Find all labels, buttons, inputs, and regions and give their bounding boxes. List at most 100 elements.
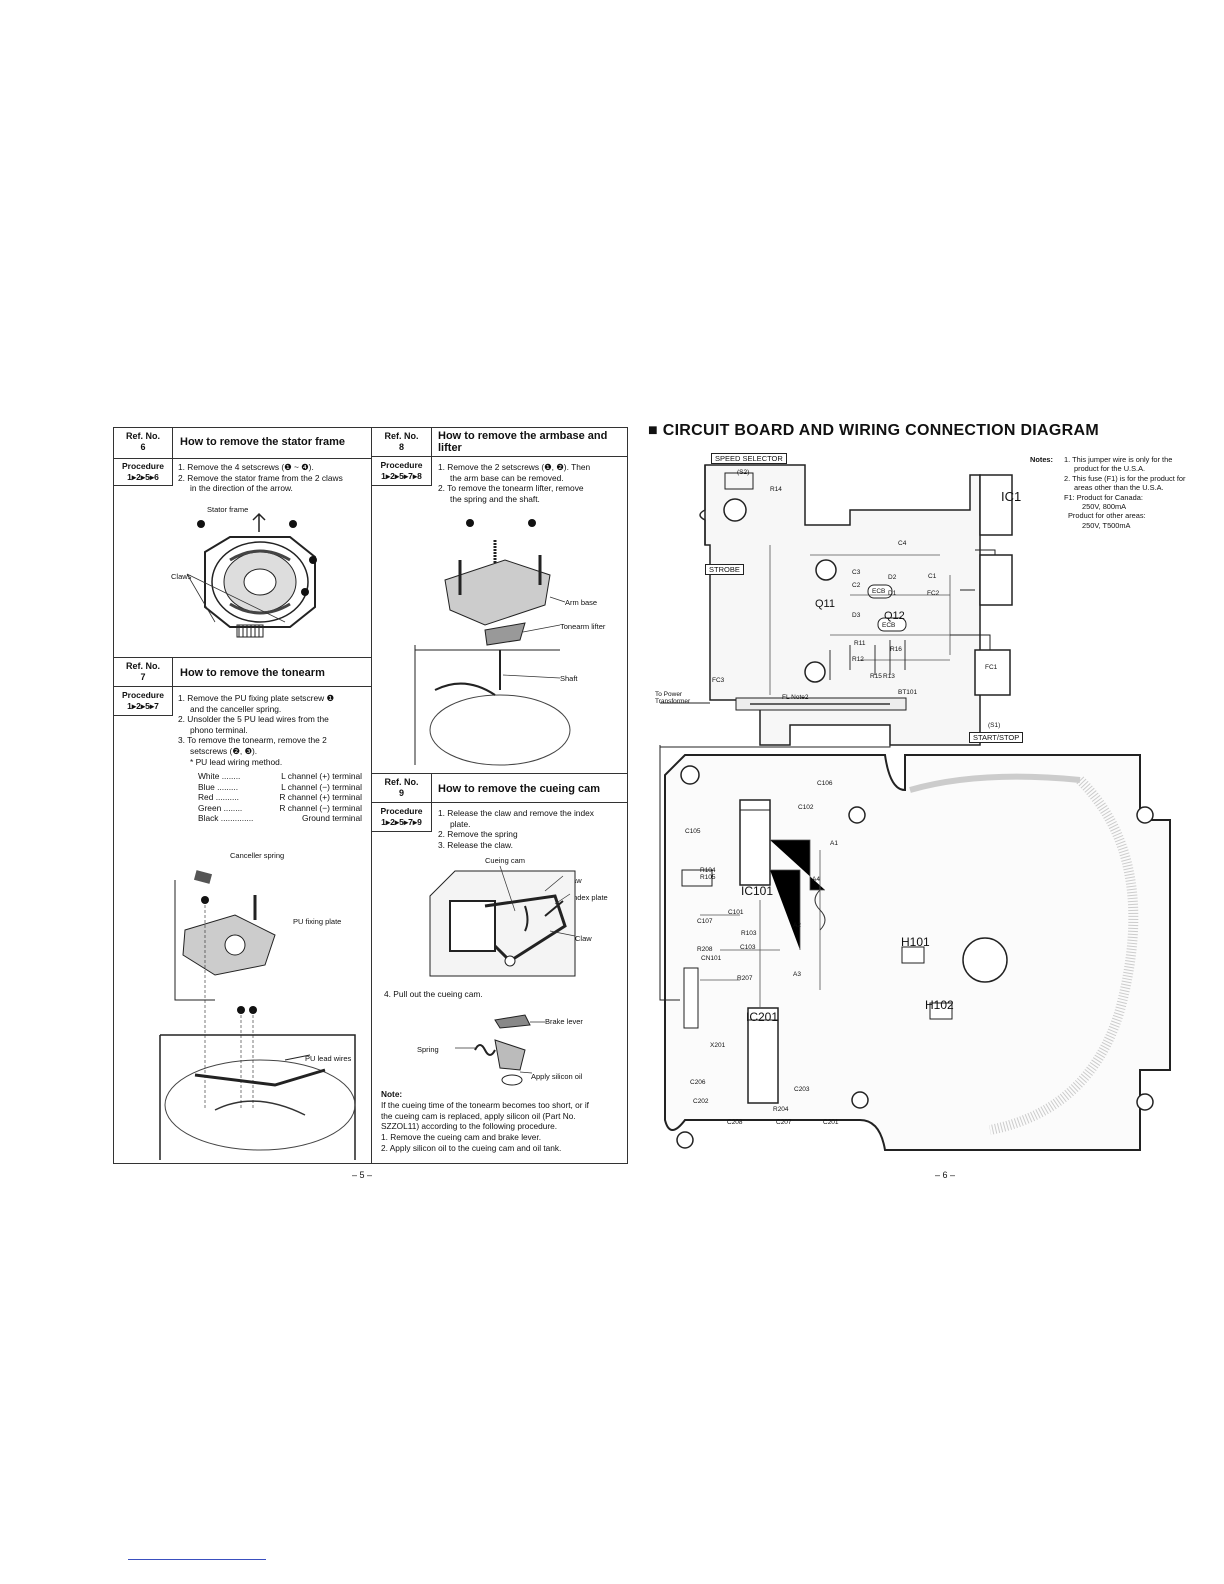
pu-lead-wires-label: PU lead wires <box>305 1054 352 1063</box>
procedure-steps: 1. Release the claw and remove the index… <box>438 808 594 850</box>
canceller-spring-label: Canceller spring <box>230 851 285 860</box>
claw-label: Claw <box>575 934 592 943</box>
procedure-steps: 1. Remove the PU fixing plate setscrew ❶… <box>178 693 334 767</box>
brake-lever-label: Brake lever <box>545 1017 583 1026</box>
c2-label: C2 <box>852 582 861 589</box>
strobe-tag: STROBE <box>705 564 744 575</box>
notes-block: Notes: 1. This jumper wire is only for t… <box>1030 455 1186 530</box>
fc3-label: FC3 <box>712 677 725 684</box>
c1-label: C1 <box>928 573 937 580</box>
section-title: How to remove the stator frame <box>180 436 346 448</box>
ic201-label: IC201 <box>746 1010 779 1024</box>
a2-label: A2 <box>793 922 801 929</box>
start-stop-tag: START/STOP <box>969 732 1024 743</box>
lower-circuit-board <box>659 745 1171 1151</box>
speed-selector-tag: SPEED SELECTOR <box>711 453 787 464</box>
ecb-label: ECB <box>882 622 896 629</box>
page-number: – 5 – <box>352 1170 373 1180</box>
fc2-label: FC2 <box>927 590 940 597</box>
column-divider <box>371 427 372 1164</box>
ic1-label: IC1 <box>1001 489 1022 504</box>
r12-label: R12 <box>852 656 864 663</box>
stator-frame-illustration <box>186 512 317 638</box>
ref-no-label: Ref. No.8 <box>384 431 419 452</box>
wiring-table: White ........L channel (+) terminal Blu… <box>198 771 362 824</box>
h102-label: H102 <box>925 998 954 1012</box>
index-plate-label: Index plate <box>571 893 608 902</box>
pu-fixing-plate-label: PU fixing plate <box>293 917 342 926</box>
ref-no-label: Ref. No.7 <box>125 661 160 682</box>
r11-label: R11 <box>854 640 866 647</box>
d3-label: D3 <box>852 612 861 619</box>
procedure-steps: 1. Remove the 2 setscrews (❶, ❷). Then t… <box>438 462 591 504</box>
c207-label: C207 <box>776 1119 792 1126</box>
c107-label: C107 <box>697 918 713 925</box>
q11-label: Q11 <box>815 598 835 610</box>
row-line <box>371 485 432 486</box>
armbase-illustration <box>414 519 571 766</box>
c106-label: C106 <box>817 780 833 787</box>
row-line <box>113 485 173 486</box>
r207-label: R207 <box>737 975 753 982</box>
r103-label: R103 <box>741 930 757 937</box>
row-line <box>371 802 628 803</box>
row-line <box>113 657 371 658</box>
r13-label: R13 <box>883 673 895 680</box>
cn101-label: CN101 <box>701 955 722 962</box>
stator-frame-label: Stator frame <box>207 505 249 514</box>
a3-label: A3 <box>793 971 801 978</box>
row-line <box>113 458 371 459</box>
silicon-oil-label: Apply silicon oil <box>531 1072 583 1081</box>
tonearm-lifter-label: Tonearm lifter <box>560 622 606 631</box>
s2-label: (S2) <box>737 469 750 476</box>
brake-lever-illustration <box>455 1014 545 1086</box>
d2-label: D2 <box>888 574 897 581</box>
c201-label: C201 <box>823 1119 839 1126</box>
c3-label: C3 <box>852 569 861 576</box>
claws-label: Claws <box>171 572 192 581</box>
row-line <box>371 831 432 832</box>
s1-label: (S1) <box>988 722 1001 729</box>
c202-label: C202 <box>693 1098 709 1105</box>
row-line <box>371 773 628 774</box>
c102-label: C102 <box>798 804 814 811</box>
q12-label: Q12 <box>884 610 905 622</box>
ic101-label: IC101 <box>741 884 774 898</box>
r104-label: R104 <box>700 867 716 874</box>
r105-label: R105 <box>700 874 716 881</box>
a1-label: A1 <box>830 840 838 847</box>
a4-label: A4 <box>812 876 820 883</box>
ecb-label: ECB <box>872 588 886 595</box>
note-block: Note: If the cueing time of the tonearm … <box>381 1089 589 1153</box>
tonearm-illustration <box>159 870 356 1160</box>
r14-label: R14 <box>770 486 782 493</box>
d1-label: D1 <box>888 590 897 597</box>
c103-label: C103 <box>740 944 756 951</box>
page-title: ■ CIRCUIT BOARD AND WIRING CONNECTION DI… <box>648 422 1099 439</box>
cueing-cam-label: Cueing cam <box>485 856 526 865</box>
shaft-label: Shaft <box>560 674 578 683</box>
r15-label: R15 <box>870 673 882 680</box>
c206-label: C206 <box>690 1079 706 1086</box>
footer-rule <box>128 1559 266 1560</box>
row-line <box>113 715 173 716</box>
upper-circuit-board <box>659 464 1013 785</box>
row-line <box>371 456 628 457</box>
c105-label: C105 <box>685 828 701 835</box>
x201-label: X201 <box>710 1042 726 1049</box>
r204-label: R204 <box>773 1106 789 1113</box>
r208-label: R208 <box>697 946 713 953</box>
bt101-label: BT101 <box>898 689 918 696</box>
left-table-frame <box>113 427 628 1164</box>
row-line <box>113 686 371 687</box>
c101-label: C101 <box>728 909 744 916</box>
h101-label: H101 <box>901 935 930 949</box>
step-4: 4. Pull out the cueing cam. <box>384 989 483 999</box>
spring-label: Spring <box>417 1045 439 1054</box>
